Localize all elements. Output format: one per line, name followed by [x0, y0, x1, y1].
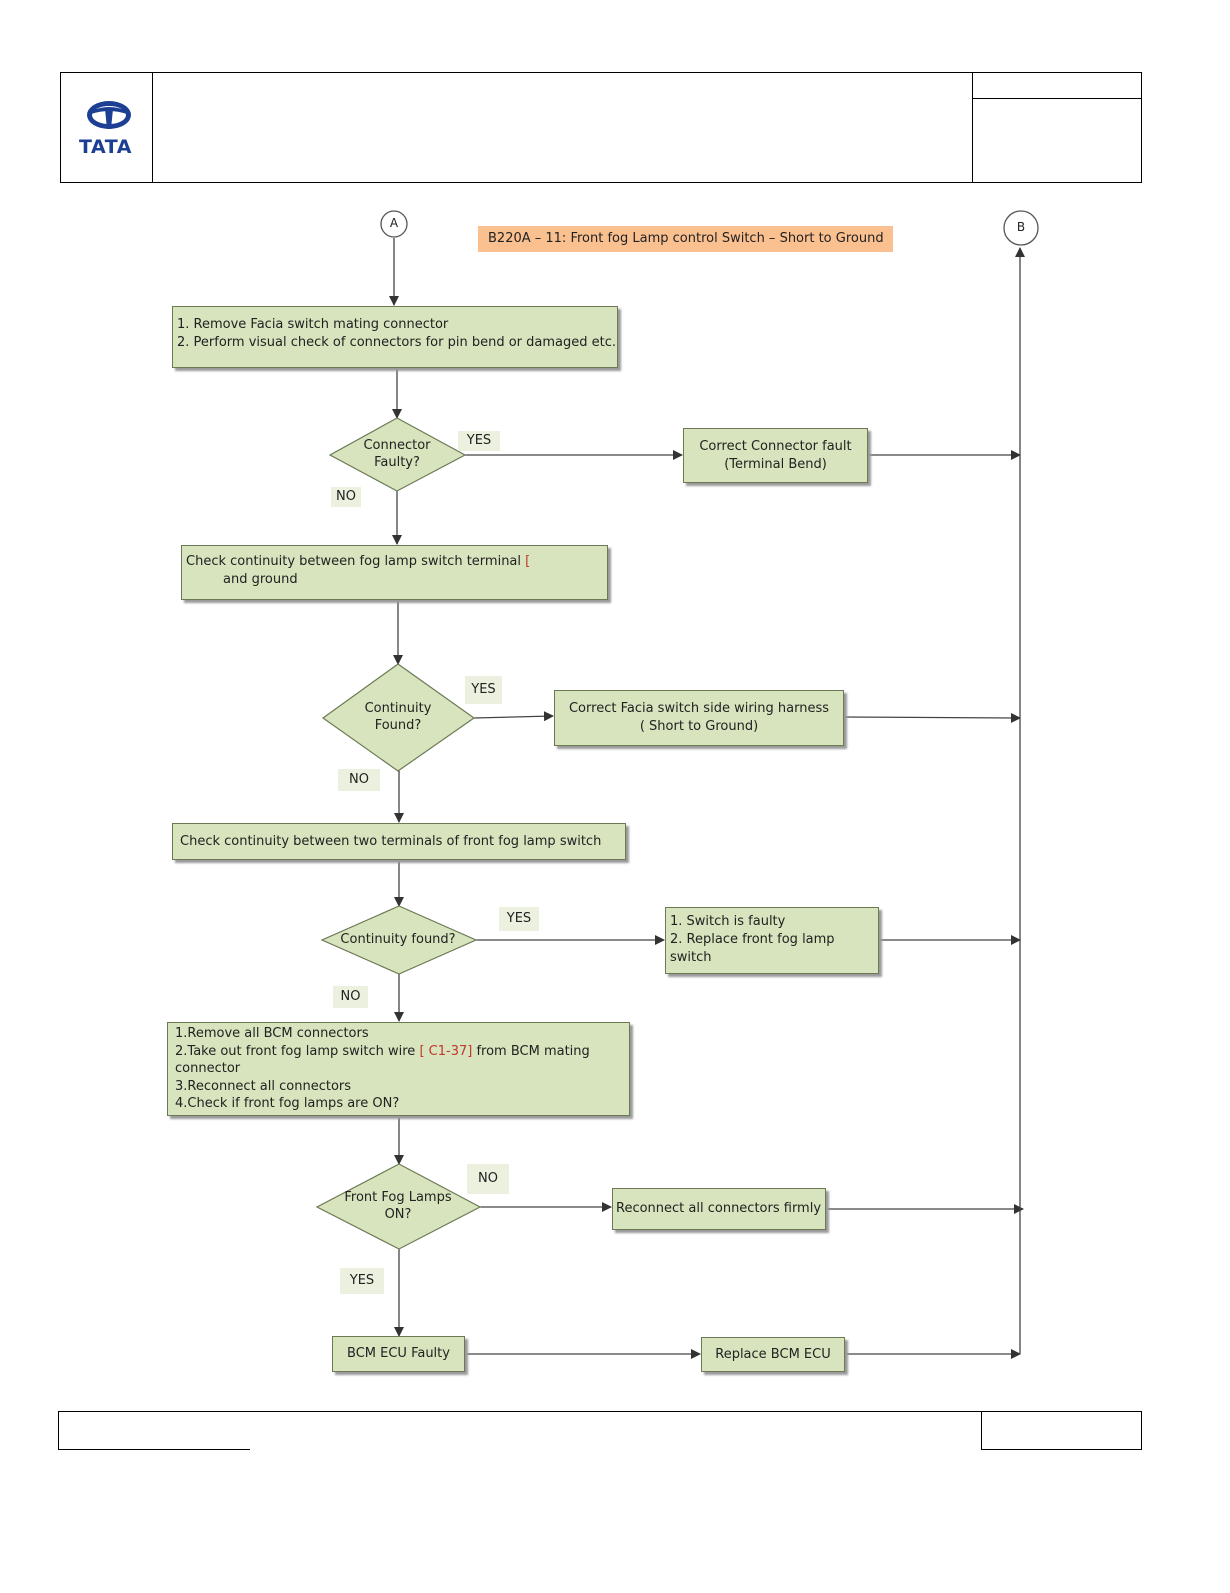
- yes-label-3: YES: [499, 907, 539, 931]
- step-check-switch-terminals: Check continuity between two terminals o…: [172, 823, 626, 860]
- no-label-1: NO: [331, 487, 361, 507]
- decision-diamond-3: [320, 905, 478, 975]
- step-4-line-1: 1.Remove all BCM connectors: [175, 1026, 369, 1041]
- action-3-line-3: switch: [670, 950, 712, 965]
- step-1-line-1: 1. Remove Facia switch mating connector: [177, 317, 449, 332]
- action-1-line-2: (Terminal Bend): [724, 456, 827, 472]
- tata-logo-icon: [87, 101, 131, 129]
- step-2-line-1: Check continuity between fog lamp switch…: [186, 553, 607, 571]
- decision-continuity-found-switch: Continuity found?: [330, 931, 466, 948]
- decision-diamond-4: [315, 1163, 482, 1250]
- decision-3-line-1: Continuity found?: [340, 932, 456, 947]
- step-4-line-2: 2.Take out front fog lamp switch wire [ …: [175, 1043, 629, 1061]
- step-4-line-5: 4.Check if front fog lamps are ON?: [175, 1096, 400, 1111]
- step-2-line-2: and ground: [223, 572, 298, 587]
- yes-label-4: YES: [340, 1268, 384, 1294]
- decision-continuity-found: Continuity Found?: [348, 700, 448, 734]
- yes-label-1: YES: [458, 431, 500, 451]
- step-remove-bcm-connectors: 1.Remove all BCM connectors 2.Take out f…: [167, 1022, 630, 1116]
- footer-middle-cell: [250, 1411, 982, 1450]
- connector-a-circle: [380, 210, 408, 238]
- action-5-text: Replace BCM ECU: [715, 1346, 831, 1362]
- decision-1-line-2: Faulty?: [374, 455, 420, 470]
- action-1-line-1: Correct Connector fault: [699, 438, 852, 454]
- decision-front-fog-lamps-on: Front Fog Lamps ON?: [338, 1189, 458, 1223]
- step-4-line-4: 3.Reconnect all connectors: [175, 1078, 352, 1094]
- decision-2-line-2: Found?: [374, 718, 422, 733]
- step-4-line-2-pre: 2.Take out front fog lamp switch wire: [175, 1043, 420, 1059]
- no-label-3: NO: [333, 986, 368, 1008]
- decision-diamond-1: [328, 417, 467, 492]
- action-2-line-1: Correct Facia switch side wiring harness: [568, 701, 830, 716]
- step-bcm-ecu-faulty: BCM ECU Faulty: [332, 1336, 465, 1372]
- step-check-continuity-ground: Check continuity between fog lamp switch…: [181, 545, 608, 600]
- action-correct-wiring-harness: Correct Facia switch side wiring harness…: [554, 690, 844, 746]
- connector-b-circle: [1003, 210, 1039, 246]
- step-5-text: BCM ECU Faulty: [347, 1346, 450, 1361]
- step-remove-facia-connector: 1. Remove Facia switch mating connector …: [172, 306, 618, 368]
- step-3-text: Check continuity between two terminals o…: [180, 834, 602, 849]
- header-title-cell: [152, 72, 973, 183]
- step-1-line-2: 2. Perform visual check of connectors fo…: [177, 335, 617, 350]
- connector-a-label: A: [389, 216, 399, 230]
- header-right-bottom-cell: [972, 98, 1142, 183]
- footer-right-cell: [981, 1411, 1142, 1450]
- no-label-2: NO: [338, 769, 380, 791]
- brand-name: TATA: [79, 136, 132, 158]
- decision-1-line-1: Connector: [363, 438, 431, 453]
- fault-code-title: B220A – 11: Front fog Lamp control Switc…: [478, 226, 893, 252]
- action-correct-connector-fault: Correct Connector fault (Terminal Bend): [683, 428, 868, 483]
- action-2-line-2: ( Short to Ground): [639, 719, 759, 734]
- decision-4-line-2: ON?: [384, 1207, 412, 1222]
- step-2-terminal-ref: [: [525, 554, 531, 569]
- action-replace-fog-lamp-switch: 1. Switch is faulty 2. Replace front fog…: [665, 907, 879, 974]
- action-3-line-1: 1. Switch is faulty: [670, 914, 786, 929]
- action-4-text: Reconnect all connectors firmly: [616, 1201, 822, 1216]
- step-2-line-1-text: Check continuity between fog lamp switch…: [186, 554, 522, 569]
- step-4-line-3: connector: [175, 1061, 241, 1076]
- decision-2-line-1: Continuity: [364, 701, 432, 716]
- step-4-line-2-post: from BCM mating: [472, 1043, 590, 1059]
- action-replace-bcm-ecu: Replace BCM ECU: [701, 1337, 845, 1372]
- yes-label-2: YES: [465, 676, 502, 704]
- no-label-4: NO: [467, 1164, 509, 1194]
- action-3-line-2: 2. Replace front fog lamp: [670, 932, 835, 947]
- step-4-wire-ref: [ C1-37]: [419, 1043, 473, 1059]
- decision-4-line-1: Front Fog Lamps: [344, 1190, 452, 1205]
- action-reconnect-connectors: Reconnect all connectors firmly: [612, 1188, 826, 1230]
- footer-left-cell: [58, 1411, 251, 1450]
- connector-b-label: B: [1016, 220, 1026, 234]
- decision-diamond-2: [321, 663, 476, 772]
- decision-connector-faulty: Connector Faulty?: [347, 437, 447, 471]
